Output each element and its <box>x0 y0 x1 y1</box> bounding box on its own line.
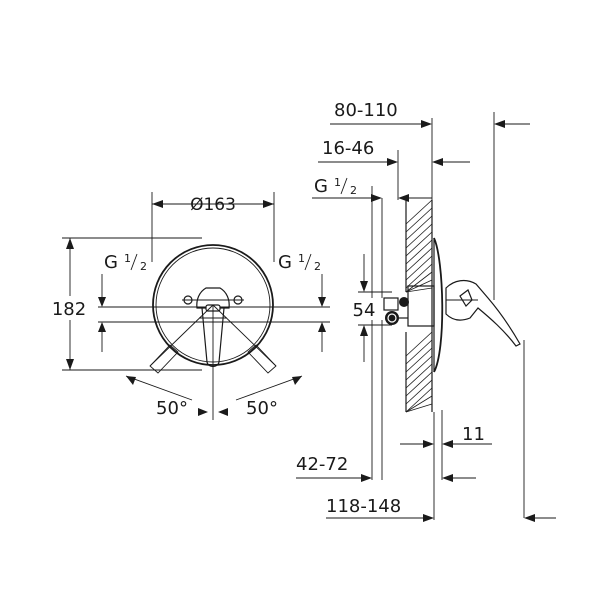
angle-construction <box>125 304 303 420</box>
hatch-line <box>405 355 433 381</box>
hatch-line <box>405 271 433 293</box>
hatch-line <box>405 379 433 405</box>
hatch-line <box>405 255 433 281</box>
dim-16-46-label: 16-46 <box>322 138 374 159</box>
hatch-line <box>405 363 433 389</box>
dim-118-148-label: 118-148 <box>326 496 401 517</box>
front-view: Ø163 182 G 1 2 G 1 2 <box>46 192 330 420</box>
cover-plate-side <box>433 237 444 373</box>
height-dimension: 182 <box>46 237 202 371</box>
hatch-line <box>405 239 433 265</box>
thread-left-num: 1 <box>124 252 131 265</box>
hatch-line <box>405 395 433 413</box>
hatch-line <box>405 371 433 397</box>
thread-left-label: G <box>104 252 118 273</box>
dim-42-72: 42-72 <box>296 454 476 482</box>
dim-11-label: 11 <box>462 424 485 445</box>
hatch-line <box>405 231 433 257</box>
hatch-line <box>405 287 433 293</box>
hatch-line <box>405 387 433 413</box>
angle-right-label: 50° <box>246 398 278 419</box>
hatch-line <box>405 223 433 249</box>
height-label: 182 <box>52 299 86 320</box>
dim-54-label: 54 <box>353 300 376 321</box>
angle-left-label: 50° <box>156 398 188 419</box>
dim-118-148: 118-148 <box>326 496 556 522</box>
hatch-line <box>405 263 433 289</box>
thread-right-num: 1 <box>298 252 305 265</box>
dim-42-72-label: 42-72 <box>296 454 348 475</box>
dim-thread-side: G 1 2 <box>312 176 432 202</box>
thread-side-label: G <box>314 176 328 197</box>
dim-80-110: 80-110 <box>330 100 530 128</box>
thread-right-dimension: G 1 2 <box>278 252 326 352</box>
thread-side-den: 2 <box>350 184 357 197</box>
dim-54: 54 <box>345 254 392 362</box>
wall-hatch <box>405 199 433 413</box>
side-view: 80-110 16-46 G 1 2 <box>296 100 556 522</box>
hatch-line <box>405 339 433 365</box>
valve-body <box>383 285 435 327</box>
dim-16-46: 16-46 <box>318 138 470 166</box>
hatch-line <box>405 207 433 233</box>
hatch-line <box>405 247 433 273</box>
thread-left-den: 2 <box>140 260 147 273</box>
handle-side <box>445 279 521 347</box>
thread-left-dimension: G 1 2 <box>98 252 147 352</box>
hatch-line <box>405 403 433 413</box>
hatch-line <box>405 199 433 225</box>
hatch-line <box>405 347 433 373</box>
thread-side-num: 1 <box>334 176 341 189</box>
dim-11: 11 <box>400 424 492 448</box>
dim-80-110-label: 80-110 <box>334 100 398 121</box>
hatch-line <box>405 215 433 241</box>
diameter-dimension: Ø163 <box>151 192 275 262</box>
thread-right-label: G <box>278 252 292 273</box>
hatch-line <box>405 331 433 357</box>
diameter-label: Ø163 <box>190 195 236 215</box>
thread-right-den: 2 <box>314 260 321 273</box>
